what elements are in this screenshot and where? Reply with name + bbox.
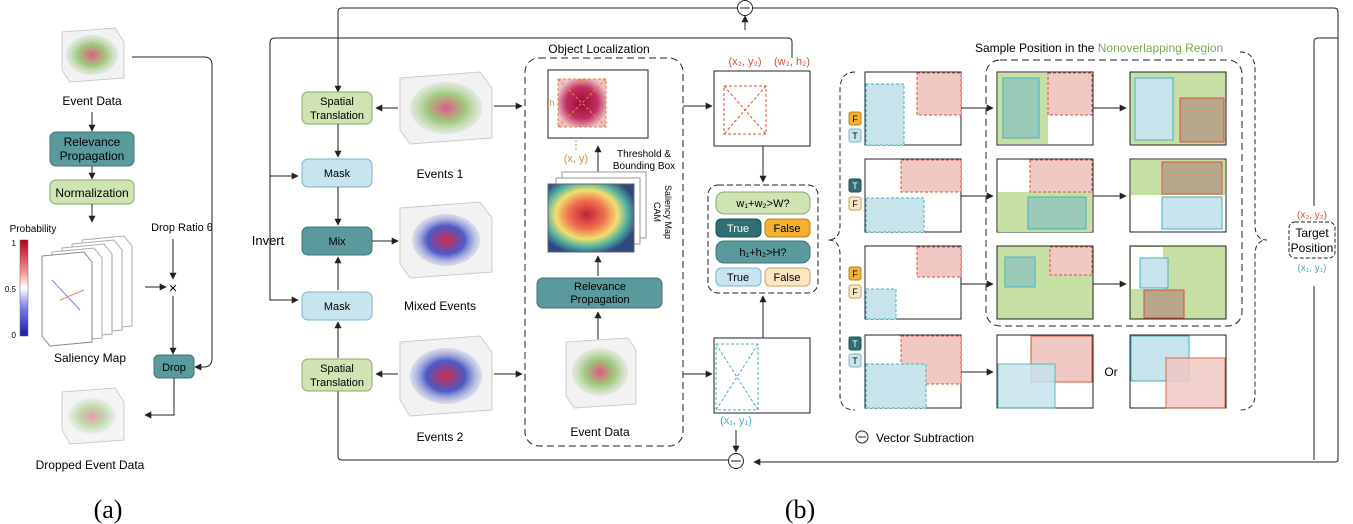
spatial-top-l1: Spatial [320, 96, 354, 108]
threshold-l2: Bounding Box [613, 161, 675, 172]
events1-label: Events 1 [417, 167, 464, 181]
event-cube-bottom [61, 387, 125, 445]
panel-b: Invert Spatial Translation Mask Mix Mask… [252, 0, 1339, 524]
r3-F: F [852, 269, 858, 279]
true-label-2: True [727, 272, 749, 284]
left-brace [827, 71, 856, 411]
event-data-label-b: Event Data [570, 425, 630, 439]
saliency-stack [41, 235, 133, 347]
panel-a: Event Data Relevance Propagation Normali… [5, 27, 213, 524]
multiply-symbol: × [169, 280, 178, 297]
spatial-translation-bottom [301, 358, 373, 392]
threshold-l1: Threshold & [617, 149, 671, 160]
mixed-events-label: Mixed Events [404, 299, 476, 313]
events1-cube [399, 71, 493, 145]
cam-l2: Saliency Map [663, 185, 673, 239]
cb-0: 0 [12, 331, 17, 340]
relevance-propagation-box-b [536, 277, 663, 309]
relevance-label-a-2: Propagation [60, 149, 125, 163]
mixed-events-cube [399, 201, 493, 279]
false-label-2: False [774, 272, 801, 284]
w-label: w [577, 76, 585, 86]
sample-pos-title: Sample Position in the Nonoverlapping Re… [975, 41, 1223, 55]
events2-cube [399, 335, 493, 417]
normalization-label: Normalization [55, 186, 128, 200]
spatial-bot-l1: Spatial [320, 363, 354, 375]
cond-w-label: w₁+w₂>W? [735, 198, 789, 210]
cam-saliency-stack [547, 171, 647, 253]
r2-T: T [852, 181, 858, 191]
target-x2-label: (x₂, y₂) [1297, 210, 1327, 221]
spatial-top-l2: Translation [310, 110, 364, 122]
r1-F: F [852, 114, 858, 124]
event-data-label: Event Data [62, 94, 122, 108]
true-box-1 [715, 218, 762, 238]
true-box-2 [715, 267, 762, 287]
right-brace [1239, 51, 1268, 411]
spatial-bot-l2: Translation [310, 377, 364, 389]
false-box-2 [764, 267, 811, 287]
relevance-label-a-1: Relevance [64, 135, 121, 149]
mask-top-label: Mask [324, 168, 351, 180]
mask-bottom [301, 291, 373, 321]
target-x1-label: (x₁, y₁) [1298, 263, 1327, 274]
events2-label: Events 2 [417, 430, 464, 444]
w2h2-label: (w₂, h₂) [774, 56, 810, 68]
cond-h-box [715, 240, 811, 264]
xy-label: (x, y) [564, 153, 588, 165]
r2-F: F [852, 199, 858, 209]
cond-h-label: h₁+h₂>H? [739, 247, 786, 259]
r3-F2: F [852, 287, 858, 297]
event-cube-top [61, 27, 125, 83]
target-l2: Position [1291, 241, 1334, 255]
conditions-region [707, 184, 819, 294]
box-events2-bbox [713, 337, 811, 414]
h-label: h [549, 98, 554, 108]
drop-label: Drop [162, 362, 186, 374]
colorbar [19, 239, 29, 337]
relevance-b-l1: Relevance [574, 281, 626, 293]
target-position-box [1288, 221, 1336, 259]
mask-top [301, 158, 373, 188]
probability-label: Probability [10, 224, 57, 235]
or-label: Or [1104, 365, 1117, 379]
caption-a: (a) [94, 495, 123, 524]
nonoverlap-region [985, 59, 1243, 327]
r4-T2: T [852, 356, 858, 366]
event-data-cube-b [565, 337, 637, 409]
cb-1: 1 [12, 239, 17, 248]
object-localization-region [524, 57, 684, 447]
drop-ratio-label: Drop Ratio θ [151, 222, 213, 234]
cam-l1: CAM [652, 202, 662, 222]
true-label-1: True [727, 223, 749, 235]
x1y1-label: (x₁, y₁) [720, 415, 752, 427]
mask-bottom-label: Mask [324, 301, 351, 313]
relevance-b-l2: Propagation [570, 294, 629, 306]
saliency-map-label: Saliency Map [54, 351, 126, 365]
false-box-1 [764, 218, 811, 238]
invert-label: Invert [252, 233, 285, 248]
cb-05: 0.5 [5, 285, 17, 294]
mix-label: Mix [328, 236, 346, 248]
cond-w-box [715, 191, 811, 215]
false-label-1: False [774, 223, 801, 235]
dropped-label: Dropped Event Data [36, 458, 145, 472]
box-events1-bbox [713, 70, 811, 147]
spatial-translation-top [301, 91, 373, 125]
caption-b: (b) [785, 495, 815, 524]
target-l1: Target [1295, 226, 1329, 240]
r4-T: T [852, 339, 858, 349]
x2y2-label: (x₂, y₂) [729, 56, 762, 68]
vector-subtraction-label: Vector Subtraction [876, 431, 974, 445]
r1-T: T [852, 131, 858, 141]
object-localization-label: Object Localization [548, 42, 649, 56]
